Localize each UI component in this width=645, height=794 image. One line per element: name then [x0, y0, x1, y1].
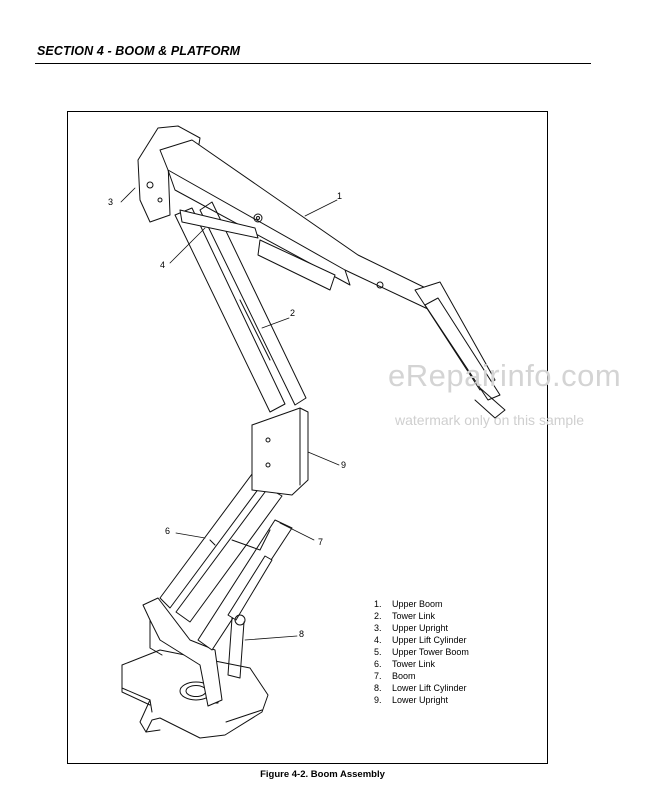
legend-item: 3.Upper Upright — [374, 623, 449, 633]
watermark-text: eRepairinfo.com — [388, 358, 622, 393]
tower-link — [174, 201, 307, 413]
legend-item: 6.Tower Link — [374, 659, 436, 669]
legend-item: 2.Tower Link — [374, 611, 436, 621]
base-upright — [142, 597, 223, 707]
callout-3: 3 — [108, 197, 114, 207]
lower-lift-cylinder — [227, 555, 273, 679]
callout-6: 6 — [165, 526, 171, 536]
legend-item: 1.Upper Boom — [374, 599, 443, 609]
lower-boom — [159, 469, 293, 651]
base-plate — [121, 649, 269, 739]
legend-item: 7.Boom — [374, 671, 416, 681]
section-title: SECTION 4 - BOOM & PLATFORM — [37, 44, 241, 58]
legend-item: 9.Lower Upright — [374, 695, 449, 705]
leader-lines — [120, 187, 340, 641]
legend-item: 5.Upper Tower Boom — [374, 647, 469, 657]
figure-caption: Figure 4-2. Boom Assembly — [260, 769, 385, 780]
end-cylinder — [414, 281, 506, 419]
upper-lift-cylinder — [179, 209, 259, 239]
callout-9: 9 — [341, 460, 347, 470]
callout-8: 8 — [299, 629, 305, 639]
legend-item: 8.Lower Lift Cylinder — [374, 683, 467, 693]
callout-1: 1 — [337, 191, 343, 201]
watermark-subtext: watermark only on this sample — [395, 412, 585, 428]
parts-legend: 1.Upper Boom 2.Tower Link 3.Upper Uprigh… — [374, 598, 469, 706]
callout-4: 4 — [160, 260, 166, 270]
callout-2: 2 — [290, 308, 296, 318]
lower-upright — [251, 407, 309, 496]
callout-7: 7 — [318, 537, 324, 547]
header-divider — [35, 63, 591, 64]
legend-item: 4.Upper Lift Cylinder — [374, 635, 467, 645]
figure-frame — [67, 111, 548, 764]
